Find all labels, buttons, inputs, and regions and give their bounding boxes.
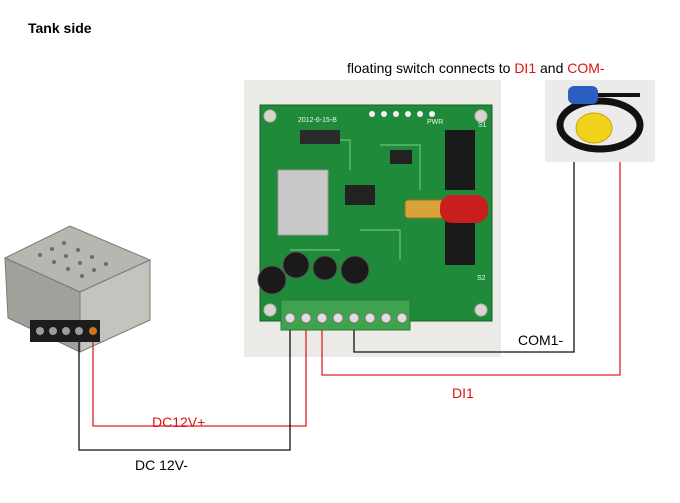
page-title: Tank side <box>28 20 92 36</box>
sma-connector <box>404 199 446 219</box>
wire-di1 <box>321 162 621 376</box>
caption-prefix: floating switch connects to <box>347 60 515 76</box>
chip <box>300 130 340 144</box>
caption-term-di1: DI1 <box>514 60 537 76</box>
chip <box>345 185 375 205</box>
power-supply <box>3 225 152 353</box>
dip-switch-s2 <box>445 215 475 265</box>
dc-plus-label: DC12V+ <box>152 414 206 430</box>
capacitor <box>340 255 370 285</box>
wires <box>78 162 621 451</box>
pcb-board: 2012-6-15-B PWR S1 S2 <box>257 104 493 331</box>
di1-label: DI1 <box>452 385 474 401</box>
wire-dc-plus <box>92 330 307 427</box>
pcb-date-label: 2012-6-15-B <box>298 117 337 124</box>
caption-term-com: COM- <box>567 60 605 76</box>
capacitor <box>312 255 338 281</box>
caption: floating switch connects to DI1 and COM- <box>347 60 605 76</box>
capacitor <box>282 251 310 279</box>
com1-label: COM1- <box>518 332 564 348</box>
caption-middle: and <box>536 60 568 76</box>
pcb-s2-label: S2 <box>477 275 486 282</box>
rf-module <box>277 169 329 236</box>
float-switch <box>545 80 655 162</box>
dc-minus-label: DC 12V- <box>135 457 188 473</box>
float-switch-body <box>568 86 598 104</box>
led-row <box>369 111 435 117</box>
terminal-screws <box>284 312 408 324</box>
antenna-cap <box>440 195 488 223</box>
wire-dc-minus <box>78 330 291 451</box>
dip-switch-s1 <box>445 130 475 190</box>
pcb-s1-label: S1 <box>478 122 487 129</box>
terminal-block <box>280 299 411 331</box>
wire-com1 <box>353 162 575 353</box>
pcb-pwr-label: PWR <box>427 119 443 126</box>
chip <box>390 150 412 164</box>
capacitor <box>257 265 287 295</box>
